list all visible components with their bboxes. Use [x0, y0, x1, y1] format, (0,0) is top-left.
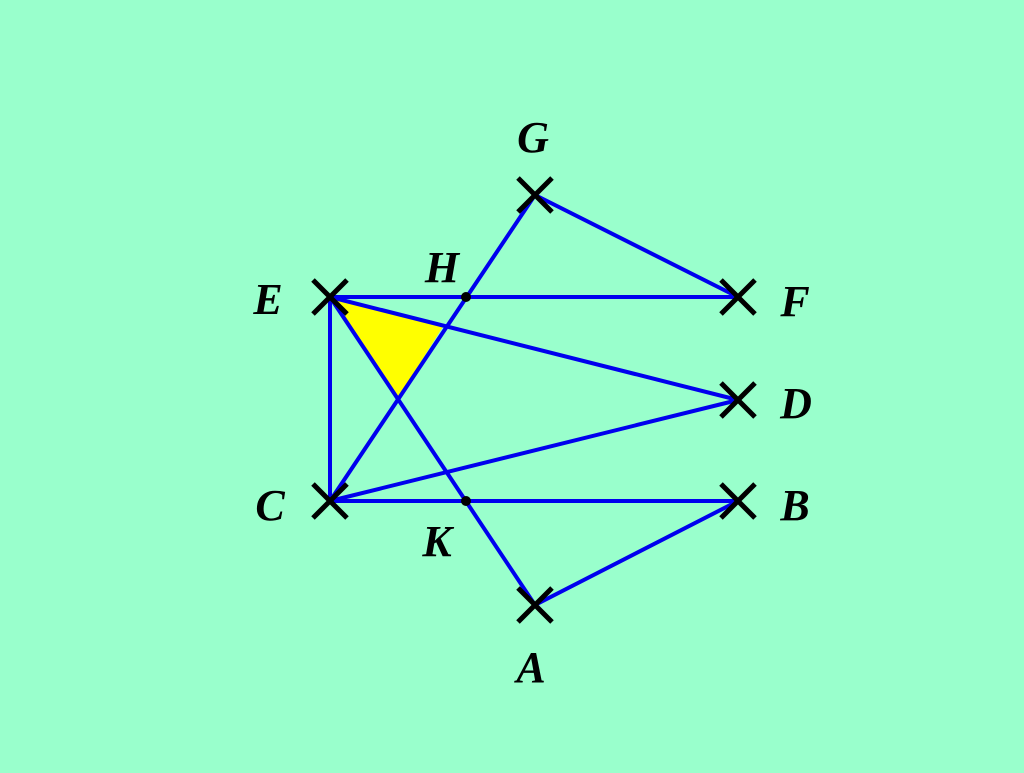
marker-G	[516, 176, 554, 214]
marker-C	[311, 482, 349, 520]
segments	[328, 193, 740, 607]
segment-EA	[328, 295, 537, 607]
label-K: K	[421, 517, 454, 566]
marker-A	[516, 586, 554, 624]
point-markers	[311, 176, 757, 624]
dot-K	[461, 496, 471, 506]
label-B: B	[779, 481, 809, 530]
label-F: F	[779, 277, 809, 326]
segment-AB	[533, 499, 740, 607]
marker-E	[311, 278, 349, 316]
segment-CD	[328, 398, 740, 503]
dot-H	[461, 292, 471, 302]
label-G: G	[517, 113, 549, 162]
segment-GF	[533, 193, 740, 299]
label-E: E	[252, 275, 282, 324]
marker-B	[719, 482, 757, 520]
segment-ED	[328, 295, 740, 402]
label-A: A	[513, 643, 545, 692]
label-H: H	[424, 243, 461, 292]
shaded-triangle	[330, 297, 444, 398]
marker-F	[719, 278, 757, 316]
marker-D	[719, 381, 757, 419]
segment-CG	[328, 193, 537, 503]
label-C: C	[255, 481, 285, 530]
label-D: D	[779, 379, 812, 428]
